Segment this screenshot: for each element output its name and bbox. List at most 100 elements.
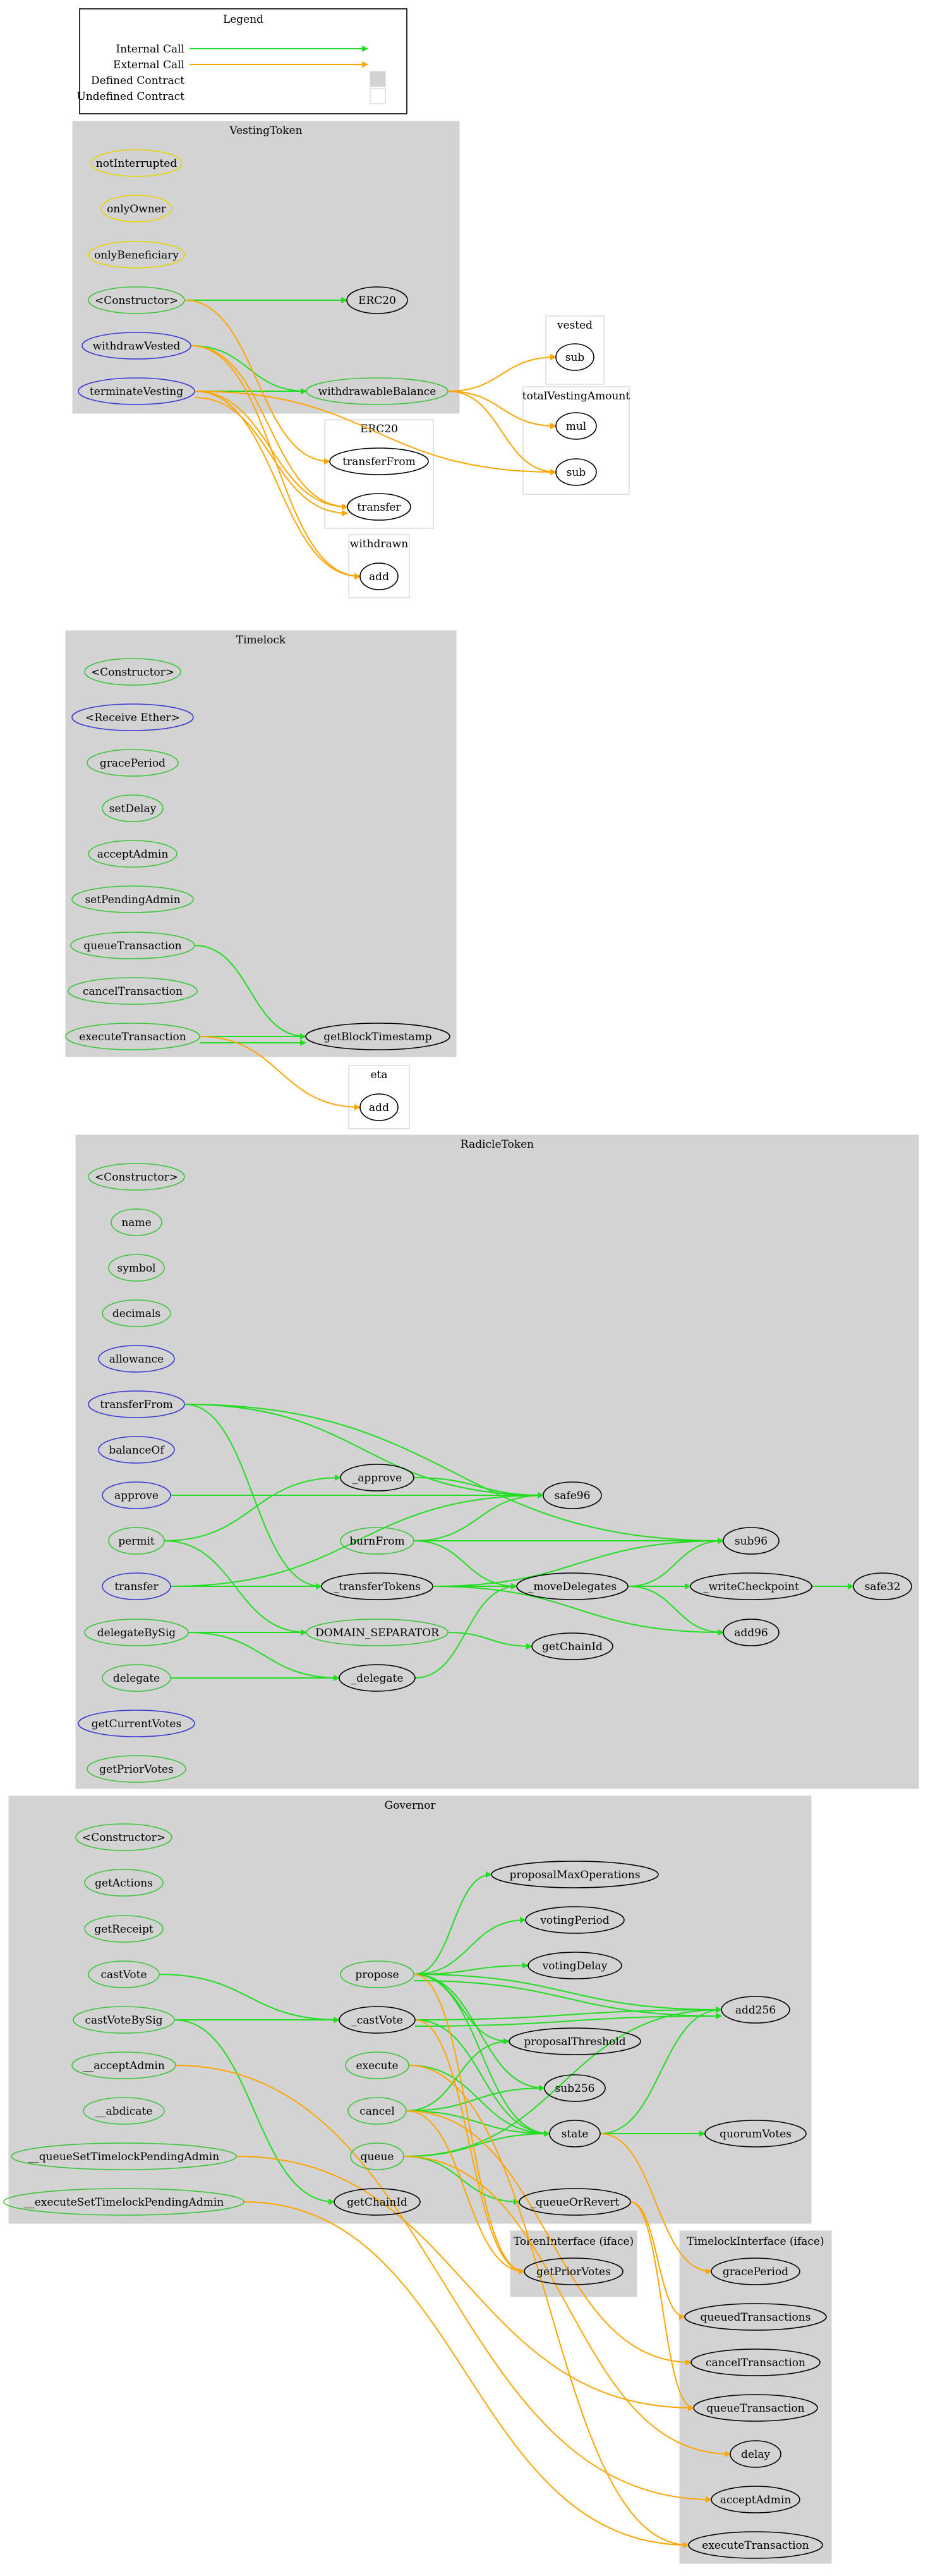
node-ellipse[interactable] bbox=[88, 1163, 185, 1191]
node-tli-queueTransaction[interactable]: queueTransaction bbox=[693, 2394, 818, 2422]
node-ellipse[interactable] bbox=[71, 885, 194, 913]
node-gv-proposalMaxOperations[interactable]: proposalMaxOperations bbox=[491, 1861, 659, 1888]
node-ellipse[interactable] bbox=[684, 2303, 827, 2331]
node-tli-delay[interactable]: delay bbox=[730, 2440, 781, 2468]
node-gv-execute[interactable]: execute bbox=[345, 2051, 409, 2079]
node-ellipse[interactable] bbox=[88, 1390, 185, 1418]
node-ellipse[interactable] bbox=[723, 1527, 780, 1555]
node-gv-propose[interactable]: propose bbox=[340, 1960, 414, 1988]
node-ellipse[interactable] bbox=[98, 1436, 175, 1464]
node-gv-add256[interactable]: add256 bbox=[721, 1996, 790, 2024]
node-vt-withdrawVested[interactable]: withdrawVested bbox=[81, 332, 191, 360]
node-gv-getChainId[interactable]: getChainId bbox=[334, 2188, 421, 2216]
node-ellipse[interactable] bbox=[108, 1254, 165, 1282]
node-ellipse[interactable] bbox=[350, 2142, 404, 2170]
node-ellipse[interactable] bbox=[339, 1664, 416, 1692]
node-erc-transferFrom[interactable]: transferFrom bbox=[329, 447, 429, 475]
node-rt-getCurrentVotes[interactable]: getCurrentVotes bbox=[78, 1710, 195, 1737]
node-ellipse[interactable] bbox=[519, 2188, 631, 2216]
node-gv-getReceipt[interactable]: getReceipt bbox=[84, 1915, 164, 1943]
node-ellipse[interactable] bbox=[100, 195, 172, 222]
node-ellipse[interactable] bbox=[70, 932, 195, 959]
node-eta-add[interactable]: add bbox=[359, 1093, 399, 1121]
node-rt--approve[interactable]: _approve bbox=[340, 1464, 414, 1492]
node-rt-allowance[interactable]: allowance bbox=[98, 1345, 175, 1373]
node-ellipse[interactable] bbox=[543, 1481, 602, 1509]
node-ellipse[interactable] bbox=[78, 377, 195, 405]
node-tli-gracePeriod[interactable]: gracePeriod bbox=[711, 2257, 800, 2285]
node-ellipse[interactable] bbox=[102, 1572, 171, 1600]
node-ellipse[interactable] bbox=[347, 2097, 407, 2125]
node-tli-acceptAdmin[interactable]: acceptAdmin bbox=[711, 2486, 800, 2513]
node-rt-DOMAIN[interactable]: DOMAIN_SEPARATOR bbox=[306, 1619, 449, 1646]
node-ellipse[interactable] bbox=[853, 1572, 912, 1600]
node-ellipse[interactable] bbox=[359, 1093, 399, 1121]
node-rt-transferFrom[interactable]: transferFrom bbox=[88, 1390, 185, 1418]
node-ellipse[interactable] bbox=[688, 2531, 823, 2559]
node-rt-delegate[interactable]: delegate bbox=[102, 1664, 171, 1692]
node-ellipse[interactable] bbox=[11, 2142, 237, 2170]
node-gv-getActions[interactable]: getActions bbox=[84, 1869, 164, 1897]
node-tva-mul[interactable]: mul bbox=[555, 412, 597, 440]
node-ellipse[interactable] bbox=[730, 2440, 781, 2468]
node-ellipse[interactable] bbox=[3, 2188, 244, 2216]
node-tva-sub[interactable]: sub bbox=[555, 458, 597, 486]
node-rt--writeCheckpoint[interactable]: _writeCheckpoint bbox=[690, 1572, 812, 1600]
node-gv-votingPeriod[interactable]: votingPeriod bbox=[525, 1906, 625, 1934]
node-tl-acceptAdmin[interactable]: acceptAdmin bbox=[88, 840, 178, 868]
node-ellipse[interactable] bbox=[555, 412, 597, 440]
node-gv---abdicate[interactable]: __abdicate bbox=[83, 2097, 165, 2125]
node-gv---executeSet[interactable]: __executeSetTimelockPendingAdmin bbox=[3, 2188, 244, 2216]
node-ellipse[interactable] bbox=[306, 1619, 449, 1646]
node-vt-onlyBeneficiary[interactable]: onlyBeneficiary bbox=[88, 241, 185, 269]
node-ellipse[interactable] bbox=[491, 1861, 659, 1888]
node-rt-add96[interactable]: add96 bbox=[723, 1619, 780, 1646]
node-gv-sub256[interactable]: sub256 bbox=[544, 2074, 606, 2102]
node-ellipse[interactable] bbox=[321, 1572, 433, 1600]
node-ellipse[interactable] bbox=[102, 1481, 171, 1509]
node-vt-withdrawableBalance[interactable]: withdrawableBalance bbox=[306, 377, 449, 405]
node-rt-safe96[interactable]: safe96 bbox=[543, 1481, 602, 1509]
node-rt--delegate[interactable]: _delegate bbox=[339, 1664, 416, 1692]
node-ellipse[interactable] bbox=[84, 1915, 164, 1943]
node-ellipse[interactable] bbox=[306, 377, 449, 405]
node-rt-decimals[interactable]: decimals bbox=[102, 1299, 171, 1327]
node-ellipse[interactable] bbox=[108, 1527, 165, 1555]
node-ellipse[interactable] bbox=[88, 241, 185, 269]
node-ellipse[interactable] bbox=[88, 286, 185, 314]
node-ellipse[interactable] bbox=[509, 2027, 641, 2055]
node-ellipse[interactable] bbox=[549, 2120, 601, 2148]
node-ellipse[interactable] bbox=[75, 1823, 172, 1851]
node-ellipse[interactable] bbox=[71, 703, 194, 731]
node-ellipse[interactable] bbox=[345, 2051, 409, 2079]
node-gv-quorumVotes[interactable]: quorumVotes bbox=[704, 2120, 807, 2148]
node-ellipse[interactable] bbox=[84, 1869, 164, 1897]
node-rt-getChainId[interactable]: getChainId bbox=[531, 1632, 613, 1660]
node-gv-castVoteBySig[interactable]: castVoteBySig bbox=[73, 2006, 175, 2034]
node-ellipse[interactable] bbox=[68, 977, 198, 1005]
node-tl-setDelay[interactable]: setDelay bbox=[102, 794, 164, 822]
node-ellipse[interactable] bbox=[690, 1572, 812, 1600]
node-ellipse[interactable] bbox=[71, 2051, 176, 2079]
node-vt-notInterrupted[interactable]: notInterrupted bbox=[90, 149, 183, 177]
node-ellipse[interactable] bbox=[711, 2257, 800, 2285]
node-rt-getPriorVotes[interactable]: getPriorVotes bbox=[87, 1755, 186, 1783]
node-rt-symbol[interactable]: symbol bbox=[108, 1254, 165, 1282]
node-ellipse[interactable] bbox=[340, 1464, 414, 1492]
node-ellipse[interactable] bbox=[84, 1619, 189, 1646]
node-ellipse[interactable] bbox=[359, 562, 399, 590]
node-tl-getBlockTimestamp[interactable]: getBlockTimestamp bbox=[305, 1023, 450, 1050]
node-ellipse[interactable] bbox=[711, 2486, 800, 2513]
node-tl-executeTransaction[interactable]: executeTransaction bbox=[65, 1023, 200, 1050]
node-ellipse[interactable] bbox=[111, 1208, 162, 1236]
node-tli-cancelTransaction[interactable]: cancelTransaction bbox=[690, 2348, 821, 2376]
node-gv-state[interactable]: state bbox=[549, 2120, 601, 2148]
node-ellipse[interactable] bbox=[527, 1952, 622, 1979]
node-rt-name[interactable]: name bbox=[111, 1208, 162, 1236]
node-rt-transfer[interactable]: transfer bbox=[102, 1572, 171, 1600]
node-ellipse[interactable] bbox=[555, 458, 597, 486]
node-gv---acceptAdmin[interactable]: __acceptAdmin bbox=[71, 2051, 176, 2079]
node-vt-ERC20[interactable]: ERC20 bbox=[346, 286, 408, 314]
node-ellipse[interactable] bbox=[102, 794, 164, 822]
node-ellipse[interactable] bbox=[340, 1527, 414, 1555]
